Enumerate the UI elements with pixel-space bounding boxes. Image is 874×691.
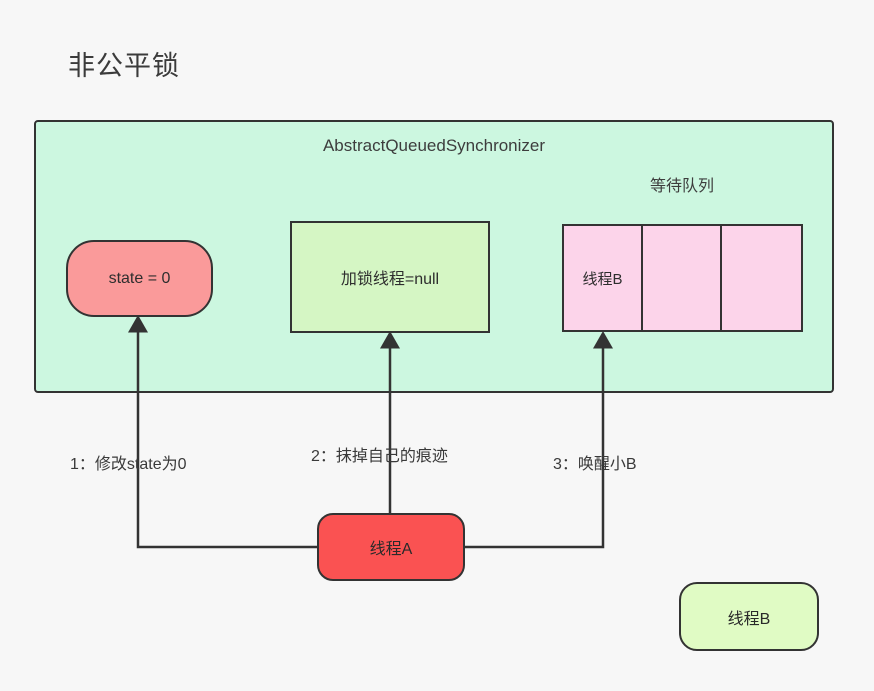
queue-cell: 线程B [564, 226, 643, 330]
thread-b-label: 线程B [727, 610, 771, 628]
queue-cell-label: 线程B [582, 270, 623, 288]
page-title: 非公平锁 [68, 51, 180, 81]
thread-a-label: 线程A [369, 541, 413, 558]
step-label-3: 3：唤醒小B [553, 456, 637, 473]
state-node: state = 0 [66, 240, 213, 317]
thread-a-node: 线程A [317, 513, 465, 581]
step-label-2: 2：抹掉自己的痕迹 [311, 448, 448, 465]
queue-cell [643, 226, 722, 330]
step-label-1: 1：修改state为0 [70, 456, 187, 473]
lock-owner-box: 加锁线程=null [290, 221, 490, 333]
state-node-label: state = 0 [108, 269, 171, 287]
wait-queue: 线程B [562, 224, 803, 332]
wait-queue-title: 等待队列 [649, 178, 714, 195]
thread-b-node: 线程B [679, 582, 819, 651]
aqs-container-label: AbstractQueuedSynchronizer [322, 136, 546, 155]
lock-owner-label: 加锁线程=null [340, 271, 440, 288]
queue-cell [722, 226, 801, 330]
